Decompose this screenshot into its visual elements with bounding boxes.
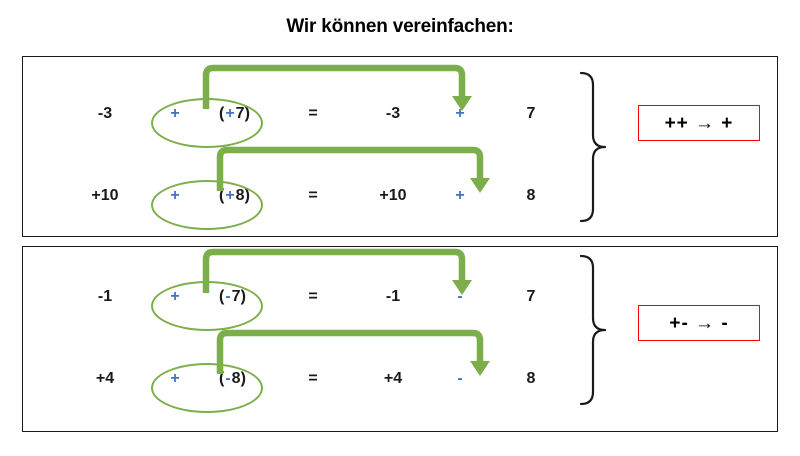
paren-open: ( [219,288,225,305]
inner-number: 7 [231,288,241,305]
rule-result-box: ++ → + [638,105,760,141]
outer-sign: + [170,187,180,204]
left-number: -1 [97,288,113,305]
paren-close: ) [240,370,246,387]
result-sign: + [455,187,465,204]
result-number: +10 [379,187,407,204]
result-operand: 8 [526,187,536,204]
paren-open: ( [219,105,225,122]
inner-sign: + [225,105,235,122]
parenthesized-term: (-7) [219,282,246,312]
paren-close: ) [240,288,246,305]
rule-box-addition-minus: -1 + (-7) = -1 - 7 +4 + (-8) = +4 - 8 [22,246,778,432]
paren-open: ( [219,370,225,387]
parenthesized-term: (-8) [219,364,246,394]
inner-number: 7 [235,105,245,122]
left-number: +4 [95,370,115,387]
result-sign: - [457,288,463,305]
parenthesized-term: (+8) [219,181,250,211]
result-sign: - [457,370,463,387]
paren-open: ( [219,187,225,204]
inner-sign: - [225,370,231,387]
result-number: -1 [385,288,401,305]
inner-sign: - [225,288,231,305]
rule-box-addition-plus: -3 + (+7) = -3 + 7 +10 + (+8) = +10 + 8 [22,56,778,237]
page-title: Wir können vereinfachen: [286,16,514,37]
result-operand: 8 [526,370,536,387]
outer-sign: + [170,105,180,122]
parenthesized-term: (+7) [219,99,250,129]
paren-close: ) [244,105,250,122]
equation-row: +4 + (-8) = +4 - 8 [23,364,777,394]
equals-sign: = [308,105,318,122]
inner-number: 8 [231,370,241,387]
equation-row: -3 + (+7) = -3 + 7 [23,99,777,129]
result-operand: 7 [526,288,536,305]
paren-close: ) [244,187,250,204]
left-number: +10 [91,187,119,204]
left-number: -3 [97,105,113,122]
result-operand: 7 [526,105,536,122]
equals-sign: = [308,288,318,305]
outer-sign: + [170,370,180,387]
result-sign: + [455,105,465,122]
result-number: +4 [383,370,403,387]
outer-sign: + [170,288,180,305]
inner-number: 8 [235,187,245,204]
result-number: -3 [385,105,401,122]
equation-row: +10 + (+8) = +10 + 8 [23,181,777,211]
equals-sign: = [308,370,318,387]
inner-sign: + [225,187,235,204]
rule-result-box: +- → - [638,305,760,341]
equals-sign: = [308,187,318,204]
